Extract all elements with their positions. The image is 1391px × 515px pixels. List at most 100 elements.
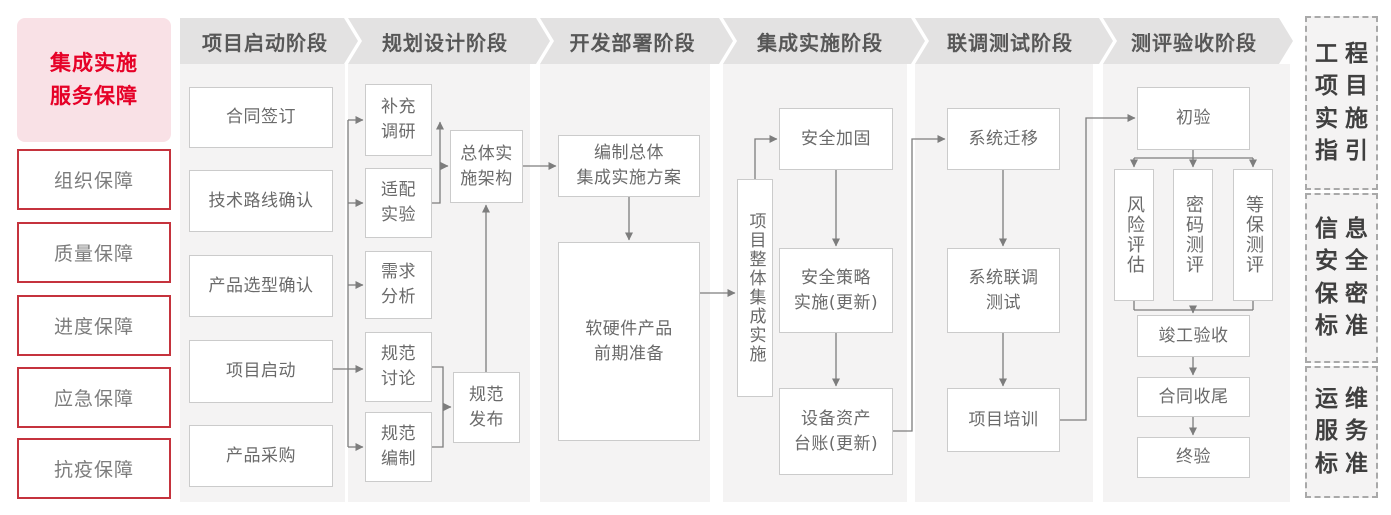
flow-box-label: 规范	[381, 424, 416, 445]
stage-header-3: 开发部署阶段	[540, 18, 733, 64]
flow-box-label: 项目培训	[968, 409, 1039, 430]
flow-box-contract-closure: 合同收尾	[1137, 377, 1250, 417]
stage-header-label: 规划设计阶段	[382, 30, 508, 55]
flow-box-label: 适配	[381, 180, 416, 201]
flow-box-spec-release: 规范发布	[453, 372, 520, 443]
flow-box-completion-acceptance: 竣工验收	[1137, 315, 1250, 357]
standard-item-row: 项目	[1315, 73, 1375, 100]
flow-box-label: 软硬件产品	[585, 318, 673, 339]
standard-item-row: 安全	[1315, 248, 1375, 275]
stage-header-label: 集成实施阶段	[757, 30, 883, 55]
flow-box-adaptation-experiment: 适配实验	[365, 168, 432, 238]
guarantee-item-label: 组织保障	[53, 170, 134, 192]
flow-box-tech-route-confirm: 技术路线确认	[189, 170, 333, 232]
flow-box-crypto-evaluation: 密码测评	[1173, 169, 1213, 301]
flow-box-label: 实验	[381, 205, 416, 225]
flow-box-project-training: 项目培训	[947, 388, 1060, 452]
flow-box-label: 等保测评	[1243, 195, 1264, 275]
stage-header-6: 测评验收阶段	[1103, 18, 1293, 64]
standard-item-row: 指引	[1315, 137, 1375, 164]
flow-box-contract-signing: 合同签订	[189, 87, 333, 148]
flow-box-product-selection-confirm: 产品选型确认	[189, 255, 333, 317]
flow-box-label: 发布	[469, 409, 504, 430]
flow-box-system-joint-testing: 系统联调测试	[947, 248, 1060, 333]
flow-box-label: 编制总体	[594, 143, 664, 164]
standard-item-row: 工程	[1315, 41, 1375, 68]
guarantee-item-emergency: 应急保障	[17, 367, 171, 428]
flow-box-initial-acceptance: 初验	[1137, 87, 1250, 150]
flow-box-final-acceptance: 终验	[1137, 437, 1250, 478]
flow-box-risk-assessment: 风险评估	[1114, 169, 1154, 301]
flow-box-label: 规范	[381, 344, 416, 365]
flow-box-project-kickoff: 项目启动	[189, 340, 333, 403]
standard-item-engineering-guide: 工程 项目 实施 指引	[1305, 16, 1378, 190]
flow-box-overall-integration-plan: 编制总体集成实施方案	[558, 135, 700, 197]
stage-header-label: 开发部署阶段	[569, 30, 696, 55]
flow-box-requirements-analysis: 需求分析	[365, 251, 432, 319]
guarantee-item-label: 应急保障	[53, 388, 134, 410]
flow-box-label: 安全策略	[801, 267, 871, 288]
standard-item-row: 保密	[1315, 280, 1375, 307]
flow-box-label: 风险评估	[1124, 195, 1145, 275]
stage-header-label: 项目启动阶段	[202, 30, 328, 55]
standard-item-row: 信息	[1315, 216, 1375, 243]
flow-box-label: 合同收尾	[1158, 386, 1229, 407]
flow-box-security-hardening: 安全加固	[779, 108, 893, 170]
left-panel-title-line: 服务保障	[50, 84, 138, 108]
flow-box-product-procurement: 产品采购	[189, 425, 333, 487]
flow-box-label: 补充	[381, 97, 416, 118]
flow-box-label: 系统迁移	[968, 128, 1039, 149]
flow-box-label: 产品选型确认	[208, 275, 314, 296]
flow-box-label: 规范	[469, 384, 504, 405]
left-panel-title: 集成实施 服务保障	[17, 18, 171, 142]
standard-item-row: 服务	[1315, 418, 1375, 445]
flow-box-label: 设备资产	[801, 408, 871, 429]
flow-box-label: 编制	[381, 449, 416, 469]
flow-box-label: 测试	[986, 292, 1021, 313]
flow-box-label: 产品采购	[226, 445, 296, 466]
flow-box-label: 前期准备	[594, 343, 664, 364]
stage-header-1: 项目启动阶段	[180, 18, 358, 64]
stage-header-5: 联调测试阶段	[915, 18, 1113, 64]
flow-box-spec-drafting: 规范编制	[365, 412, 432, 482]
standard-item-row: 运维	[1315, 386, 1375, 413]
stage-header-4: 集成实施阶段	[723, 18, 925, 64]
flow-box-classified-protection-evaluation: 等保测评	[1233, 169, 1273, 301]
flow-box-label: 实施(更新)	[793, 292, 879, 313]
flow-box-overall-implementation-architecture: 总体实施架构	[450, 130, 523, 203]
flow-box-label: 讨论	[381, 369, 416, 389]
left-panel-title-line: 集成实施	[50, 51, 138, 76]
guarantee-item-epidemic: 抗疫保障	[17, 438, 171, 499]
flow-box-spec-discussion: 规范讨论	[365, 332, 432, 402]
guarantee-item-label: 进度保障	[53, 316, 134, 338]
flow-box-supplementary-research: 补充调研	[365, 84, 432, 156]
flow-box-overall-project-integration: 项目整体集成实施	[737, 179, 773, 397]
guarantee-item-label: 抗疫保障	[53, 459, 134, 481]
flow-box-label: 初验	[1176, 108, 1211, 129]
guarantee-item-schedule: 进度保障	[17, 295, 171, 356]
flow-box-label: 需求	[381, 262, 416, 283]
flow-box-label: 总体实	[460, 143, 513, 164]
guarantee-item-organization: 组织保障	[17, 149, 171, 210]
flow-box-equipment-asset-ledger: 设备资产台账(更新)	[779, 388, 893, 475]
flow-box-label: 竣工验收	[1158, 325, 1229, 346]
flow-box-label: 安全加固	[801, 128, 871, 149]
standard-item-row: 实施	[1315, 105, 1375, 132]
flow-box-label: 项目启动	[226, 361, 296, 382]
flow-box-label: 分析	[381, 287, 416, 307]
flow-box-label: 台账(更新)	[793, 433, 879, 454]
flow-box-label: 系统联调	[968, 267, 1039, 288]
flow-box-label: 调研	[381, 122, 416, 142]
stage-header-label: 测评验收阶段	[1131, 30, 1257, 55]
standard-item-ops-service: 运维 服务 标准	[1305, 366, 1378, 498]
flow-box-label: 密码测评	[1183, 195, 1204, 275]
flow-box-label: 项目整体集成实施	[745, 212, 766, 364]
guarantee-item-quality: 质量保障	[17, 222, 171, 283]
stage-header-label: 联调测试阶段	[947, 30, 1073, 55]
flow-box-security-policy-implementation: 安全策略实施(更新)	[779, 248, 893, 333]
flow-box-label: 施架构	[460, 168, 513, 189]
flow-box-label: 合同签订	[226, 107, 296, 128]
guarantee-item-label: 质量保障	[53, 243, 134, 265]
flow-box-hw-sw-preparation: 软硬件产品前期准备	[558, 242, 700, 441]
stage-header-2: 规划设计阶段	[348, 18, 550, 64]
